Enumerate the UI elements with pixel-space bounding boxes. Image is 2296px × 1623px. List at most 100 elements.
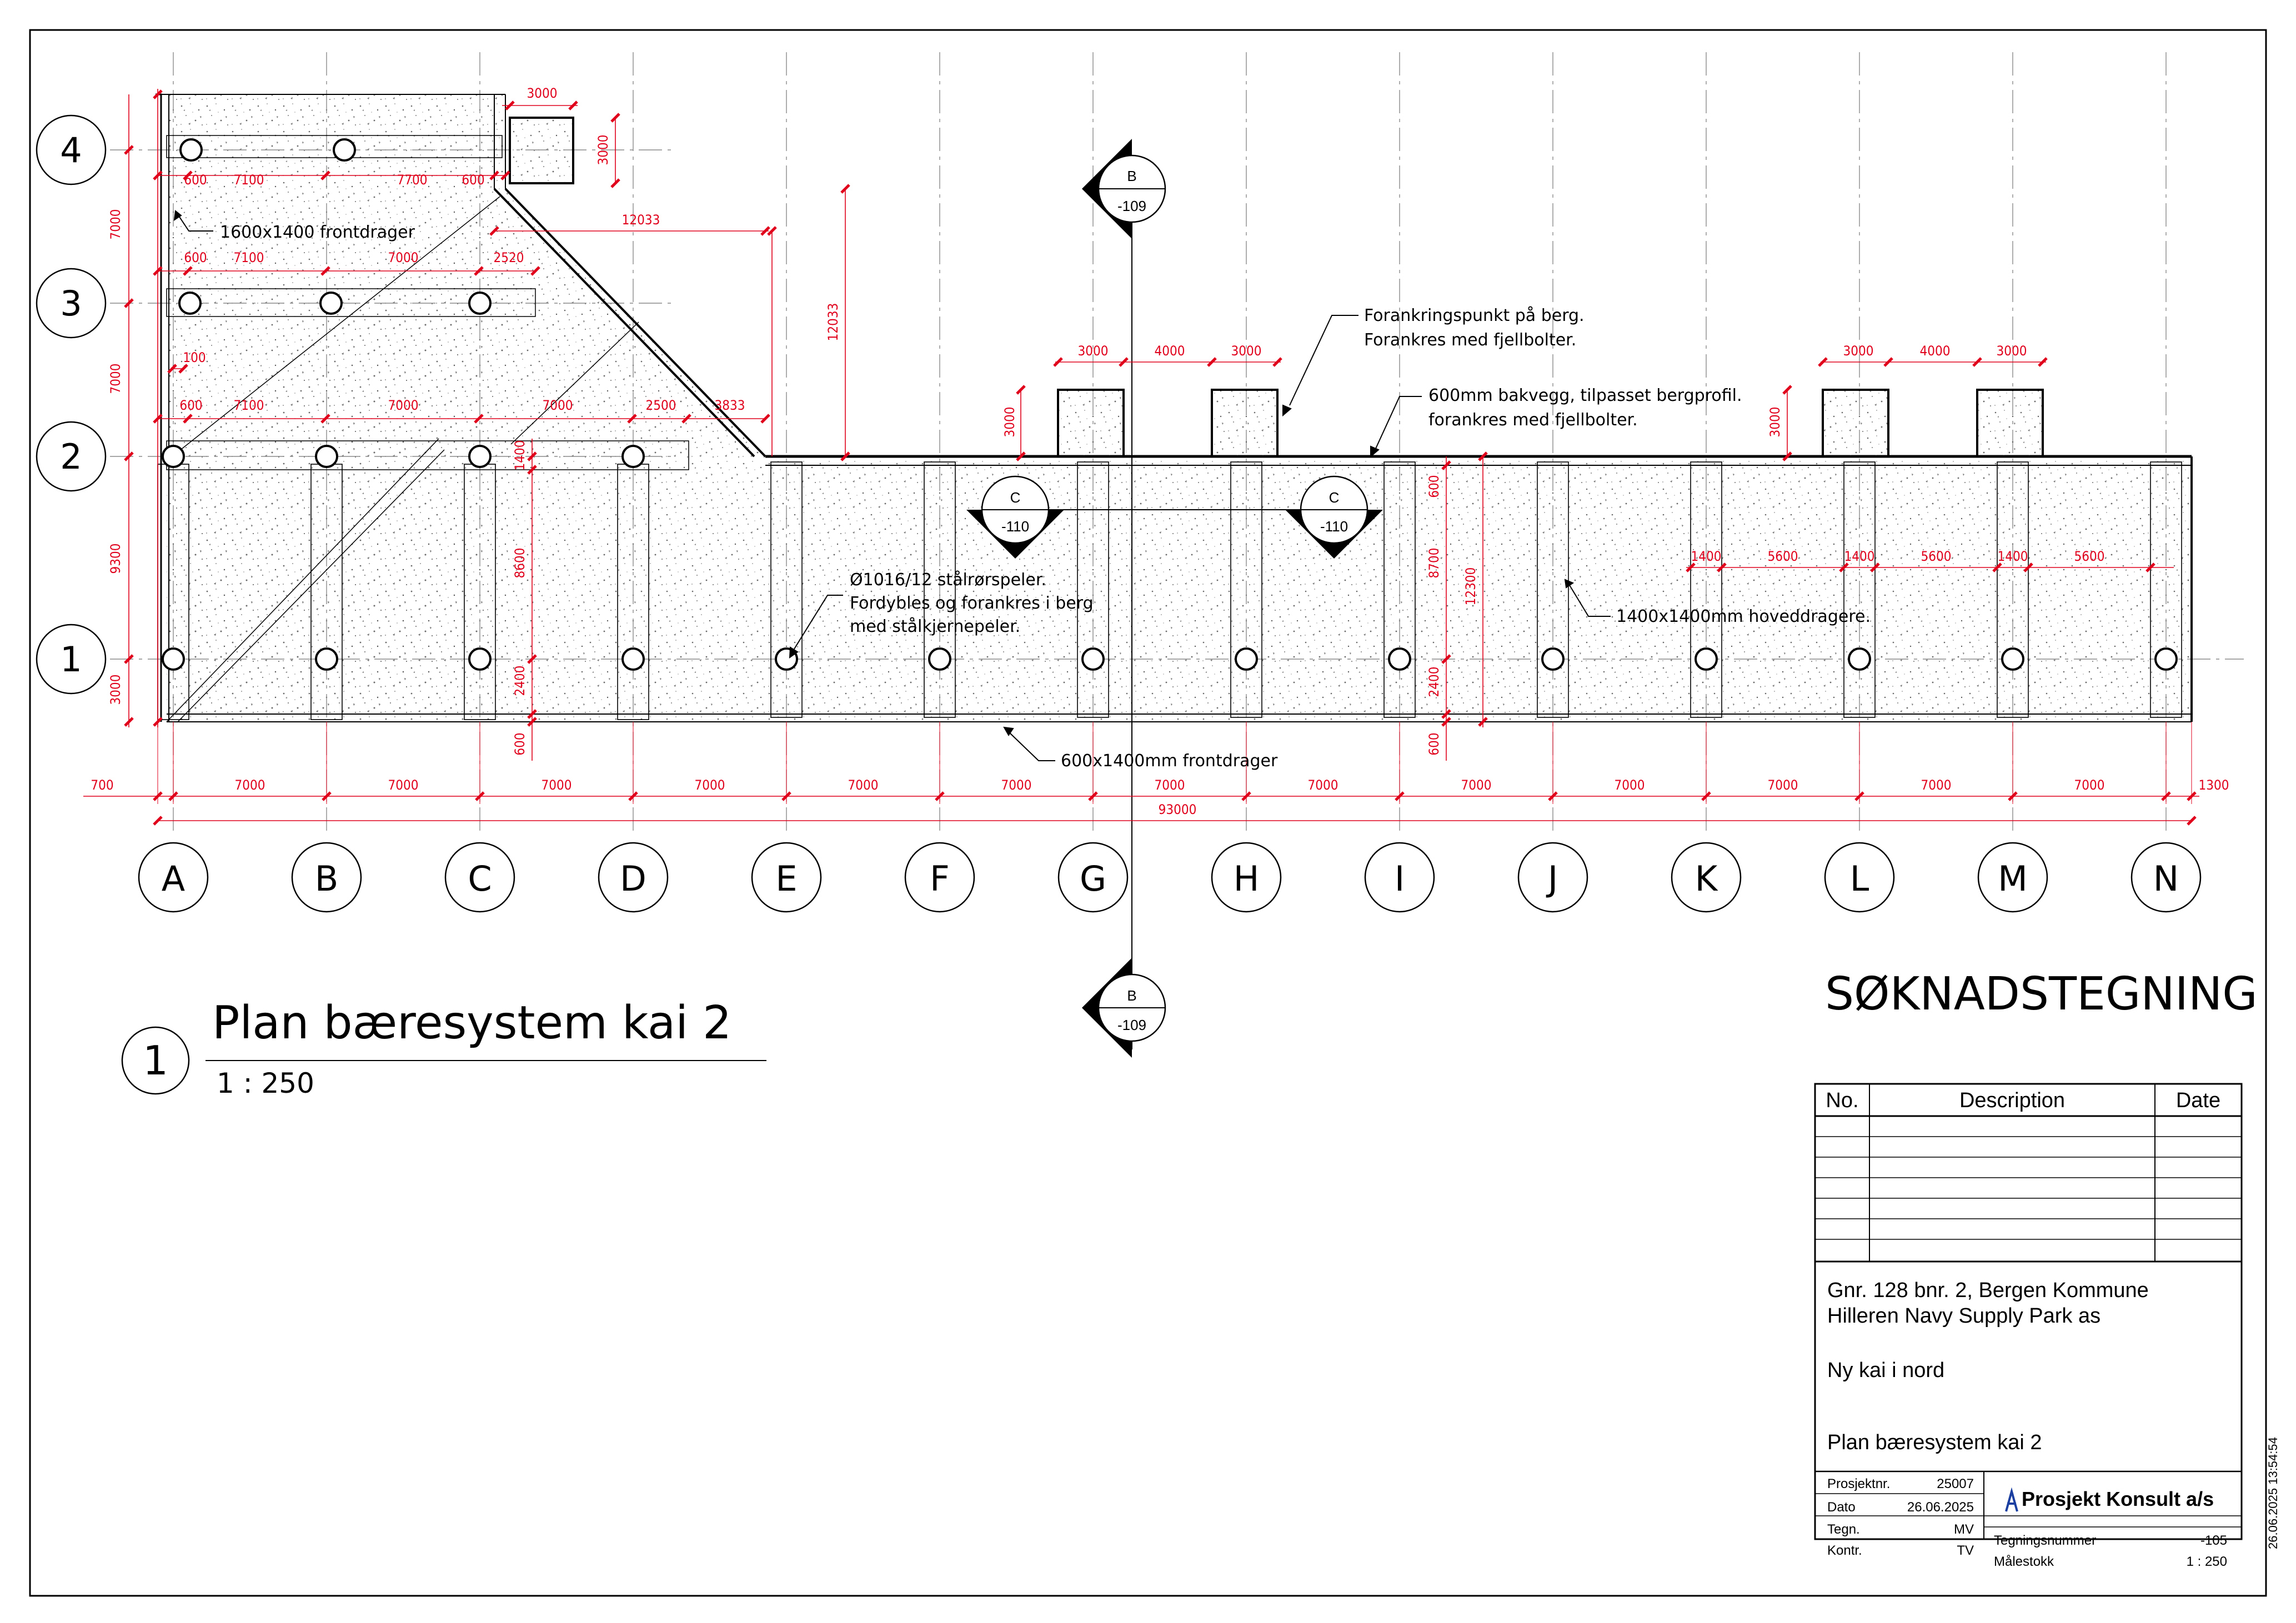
pile-A2 <box>162 445 185 468</box>
view-title-text: Plan bæresystem kai 2 <box>212 997 731 1049</box>
view-title: 1 Plan bæresystem kai 2 1 : 250 <box>121 997 766 1099</box>
grid-label-E: E <box>775 858 797 899</box>
section-b: B -109 B -109 <box>1082 139 1166 1058</box>
dim-tick <box>1972 357 1982 367</box>
dim-row2-1: 600 <box>179 398 202 413</box>
pile-A1 <box>162 647 185 671</box>
grid-bubble-G <box>1057 842 1129 913</box>
dim-anchor-right-3: 3000 <box>1997 343 2027 359</box>
tb-malestokk: 1 : 250 <box>2187 1554 2227 1569</box>
grid-label-N: N <box>2153 858 2179 899</box>
dim-box-top-w: 3000 <box>527 86 558 101</box>
dim-row3-1: 600 <box>184 250 207 265</box>
dim-inner-100: 100 <box>183 350 205 365</box>
dim-tick <box>153 717 163 727</box>
dim-tick <box>2145 562 2155 572</box>
dim-anchor-h-left: 3000 <box>1002 407 1017 438</box>
section-c-letter-left: C <box>1010 489 1021 506</box>
pile-N1 <box>2154 647 2178 671</box>
grid-label-row-4: 4 <box>60 130 82 170</box>
grid-label-G: G <box>1080 858 1106 899</box>
dim-depth-12300: 12300 <box>1463 567 1478 606</box>
dim-tick <box>840 184 850 194</box>
dim-tick <box>320 170 330 180</box>
dim-tick <box>500 170 510 180</box>
note-hoveddragere: 1400x1400mm hoveddragere. <box>1616 607 1871 626</box>
note-bakvegg-2: forankres med fjellbolter. <box>1428 410 1638 430</box>
dim-tick <box>1441 717 1451 727</box>
dim-tick <box>474 414 484 424</box>
dim-left-v-3: 9300 <box>108 544 123 574</box>
dim-tick <box>627 414 637 424</box>
main-beams <box>157 461 2182 720</box>
dim-tick <box>474 266 484 276</box>
beam-I <box>1383 461 1416 718</box>
tb-line2: Hilleren Navy Supply Park as <box>1827 1304 2101 1328</box>
grid-bubble-F <box>904 842 975 913</box>
dim-beam-r-5: 1400 <box>1998 549 2028 564</box>
dim-tick <box>1883 357 1893 367</box>
note-anchor-2: Forankres med fjellbolter. <box>1364 330 1576 350</box>
grid-bubble-row-1 <box>36 624 107 695</box>
pile-K1 <box>1695 647 1718 671</box>
revision-table: No. Description Date <box>1814 1083 2243 1263</box>
grid-bubble-J <box>1517 842 1588 913</box>
dim-tick <box>1207 357 1217 367</box>
dim-span-KL: 7000 <box>1768 777 1798 793</box>
note-piles-1: Ø1016/12 stålrørspeler. <box>850 570 1046 590</box>
dim-tick <box>1119 357 1129 367</box>
dim-row4-1: 600 <box>184 172 207 188</box>
grid-bubble-M <box>1977 842 2048 913</box>
tb-prosjektnr: 25007 <box>1937 1476 1974 1491</box>
grid-bubble-H <box>1211 842 1282 913</box>
beam-F <box>924 461 956 718</box>
grid-label-F: F <box>930 858 950 899</box>
grid-label-I: I <box>1395 858 1405 899</box>
dim-left-v-4: 3000 <box>108 675 123 705</box>
grid-bubble-row-3 <box>36 268 107 339</box>
dim-tick <box>178 364 188 374</box>
dim-tick <box>1478 717 1488 727</box>
dim-tick <box>1870 562 1880 572</box>
pile-H1 <box>1235 647 1258 671</box>
dim-tick <box>320 414 330 424</box>
tb-malestokk-label: Målestokk <box>1994 1554 2054 1569</box>
pile-F1 <box>928 647 951 671</box>
dim-beam-r-6: 5600 <box>2074 549 2105 564</box>
grid-label-row-3: 3 <box>60 283 82 324</box>
note-frontdrager-600: 600x1400mm frontdrager <box>1061 751 1278 771</box>
grid-bubble-row-4 <box>36 114 107 185</box>
dim-anchor-left-3: 3000 <box>1231 343 1262 359</box>
pile-G1 <box>1081 647 1105 671</box>
dim-tick <box>1441 460 1451 470</box>
view-scale: 1 : 250 <box>217 1067 314 1099</box>
view-number: 1 <box>143 1037 168 1084</box>
beam-E <box>770 461 803 718</box>
dim-tick <box>530 266 540 276</box>
dim-right-overhang: 1300 <box>2199 777 2229 793</box>
dim-tick <box>760 226 770 236</box>
dim-diag-h: 12033 <box>825 303 841 341</box>
dim-tick <box>1818 357 1828 367</box>
dim-tick <box>767 226 777 236</box>
pile-B4 <box>333 138 356 162</box>
beam-N <box>2150 461 2182 718</box>
beam-G <box>1077 461 1109 718</box>
dim-tick <box>1016 451 1026 461</box>
pile-C1 <box>468 647 492 671</box>
grid-label-M: M <box>1998 858 2028 899</box>
dim-anchor-right-2: 4000 <box>1920 343 1951 359</box>
dim-tick <box>610 178 620 188</box>
pile-L1 <box>1848 647 1871 671</box>
section-c-ref-right: -110 <box>1320 518 1348 535</box>
timestamp: 26.06.2025 13:54:54 <box>2266 1437 2280 1549</box>
grid-bubble-L <box>1824 842 1895 913</box>
tb-line1: Gnr. 128 bnr. 2, Bergen Kommune <box>1827 1279 2149 1302</box>
grid-label-L: L <box>1850 858 1869 899</box>
steel-piles <box>162 138 2178 671</box>
dim-tick <box>124 654 134 664</box>
rev-header-date: Date <box>2176 1089 2220 1112</box>
dim-tick <box>2187 816 2197 826</box>
dim-row4-3: 7700 <box>397 172 428 188</box>
